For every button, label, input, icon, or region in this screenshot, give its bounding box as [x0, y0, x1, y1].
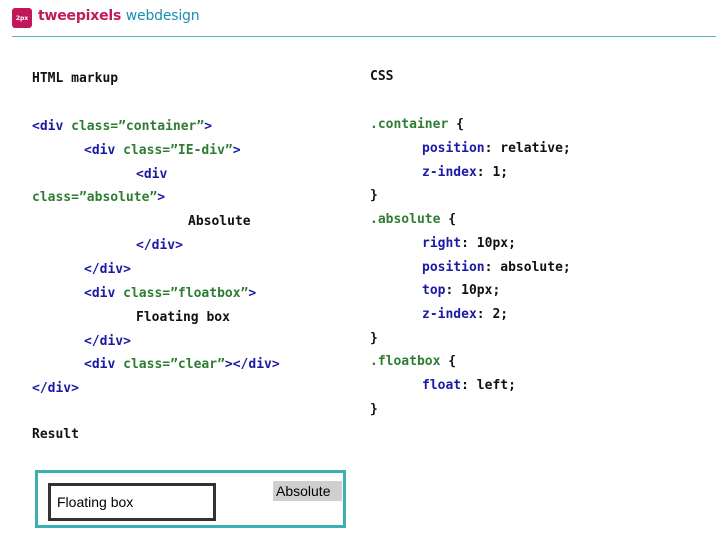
- css-code-line: .absolute {: [370, 212, 456, 227]
- brand-suffix: webdesign: [125, 8, 200, 24]
- css-token: .floatbox: [370, 354, 441, 369]
- brand-name: tweepixels: [38, 8, 122, 24]
- html-token: <div: [32, 119, 72, 134]
- html-token: </div>: [84, 334, 131, 349]
- css-code-line: }: [370, 188, 378, 203]
- html-token: Absolute: [188, 214, 251, 229]
- html-token: <div: [84, 286, 124, 301]
- css-token: }: [370, 331, 378, 346]
- html-code-line: <div class=”clear”></div>: [84, 357, 280, 372]
- html-token: <div: [136, 167, 168, 182]
- html-token: >: [204, 119, 213, 134]
- css-heading: CSS: [370, 69, 394, 84]
- css-token: z-index: [422, 165, 477, 180]
- floating-box: Floating box: [48, 483, 216, 521]
- logo-text: 2px: [15, 14, 29, 22]
- css-token: .absolute: [370, 212, 441, 227]
- css-token: position: [422, 141, 485, 156]
- result-heading: Result: [32, 427, 79, 442]
- html-code-line: Floating box: [136, 310, 230, 325]
- html-token: ”IE-div”: [170, 143, 233, 158]
- css-token: top: [422, 283, 446, 298]
- css-code-line: float: left;: [422, 378, 516, 393]
- html-markup-heading: HTML markup: [32, 71, 119, 86]
- css-code-line: right: 10px;: [422, 236, 516, 251]
- html-token: >: [248, 286, 257, 301]
- css-code-line: top: 10px;: [422, 283, 500, 298]
- css-code-line: z-index: 1;: [422, 165, 508, 180]
- html-code-line: <div class=”IE-div”>: [84, 143, 241, 158]
- html-token: ></div>: [224, 357, 280, 372]
- css-code-line: position: absolute;: [422, 260, 571, 275]
- css-token: position: [422, 260, 485, 275]
- html-code-line: Absolute: [188, 214, 251, 229]
- absolute-box-label: Absolute: [276, 483, 331, 499]
- html-code-line: </div>: [84, 262, 131, 277]
- html-token: class=: [123, 286, 171, 301]
- header-divider: [12, 36, 716, 37]
- css-token: }: [370, 188, 378, 203]
- html-token: class=: [71, 119, 119, 134]
- css-token: : absolute;: [484, 260, 571, 275]
- logo-icon: 2px: [12, 8, 32, 28]
- absolute-box: Absolute: [273, 481, 342, 501]
- css-code-line: }: [370, 402, 378, 417]
- html-token: class=: [123, 143, 171, 158]
- html-code-line: <div: [136, 167, 167, 182]
- css-token: : 1;: [476, 165, 509, 180]
- css-token: : 10px;: [461, 236, 516, 251]
- css-token: : 10px;: [445, 283, 501, 298]
- css-token: : relative;: [484, 141, 571, 156]
- html-code-line: </div>: [32, 381, 79, 396]
- css-token: {: [440, 212, 457, 227]
- html-token: </div>: [84, 262, 131, 277]
- html-token: class=: [32, 190, 79, 205]
- css-token: .container: [370, 117, 449, 132]
- html-token: </div>: [136, 238, 183, 253]
- html-token: ”clear”: [170, 357, 225, 372]
- html-code-line: </div>: [136, 238, 183, 253]
- html-token: ”floatbox”: [170, 286, 249, 301]
- css-token: right: [422, 236, 462, 251]
- css-code-line: z-index: 2;: [422, 307, 508, 322]
- html-code-line: class=”absolute”>: [32, 190, 165, 205]
- html-token: Floating box: [136, 310, 230, 325]
- result-container: Floating box Absolute: [35, 470, 346, 528]
- html-code-line: </div>: [84, 334, 131, 349]
- css-token: {: [448, 117, 464, 132]
- css-token: {: [440, 354, 457, 369]
- html-token: <div: [84, 357, 124, 372]
- css-token: z-index: [422, 307, 477, 322]
- html-token: >: [157, 190, 166, 205]
- html-token: ”container”: [118, 119, 205, 134]
- css-token: : left;: [461, 378, 516, 393]
- css-code-line: .container {: [370, 117, 464, 132]
- html-token: class=: [123, 357, 171, 372]
- html-token: <div: [84, 143, 124, 158]
- css-code-line: position: relative;: [422, 141, 571, 156]
- css-code-line: .floatbox {: [370, 354, 456, 369]
- html-code-line: <div class=”floatbox”>: [84, 286, 256, 301]
- css-code-line: }: [370, 331, 378, 346]
- brand: tweepixels webdesign: [38, 8, 200, 24]
- floating-box-label: Floating box: [57, 494, 134, 510]
- header: 2px tweepixels webdesign: [0, 0, 728, 40]
- css-token: : 2;: [476, 307, 509, 322]
- html-token: ”absolute”: [78, 190, 158, 205]
- css-token: float: [422, 378, 462, 393]
- html-token: >: [232, 143, 241, 158]
- html-code-line: <div class=”container”>: [32, 119, 212, 134]
- css-token: }: [370, 402, 378, 417]
- html-token: </div>: [32, 381, 79, 396]
